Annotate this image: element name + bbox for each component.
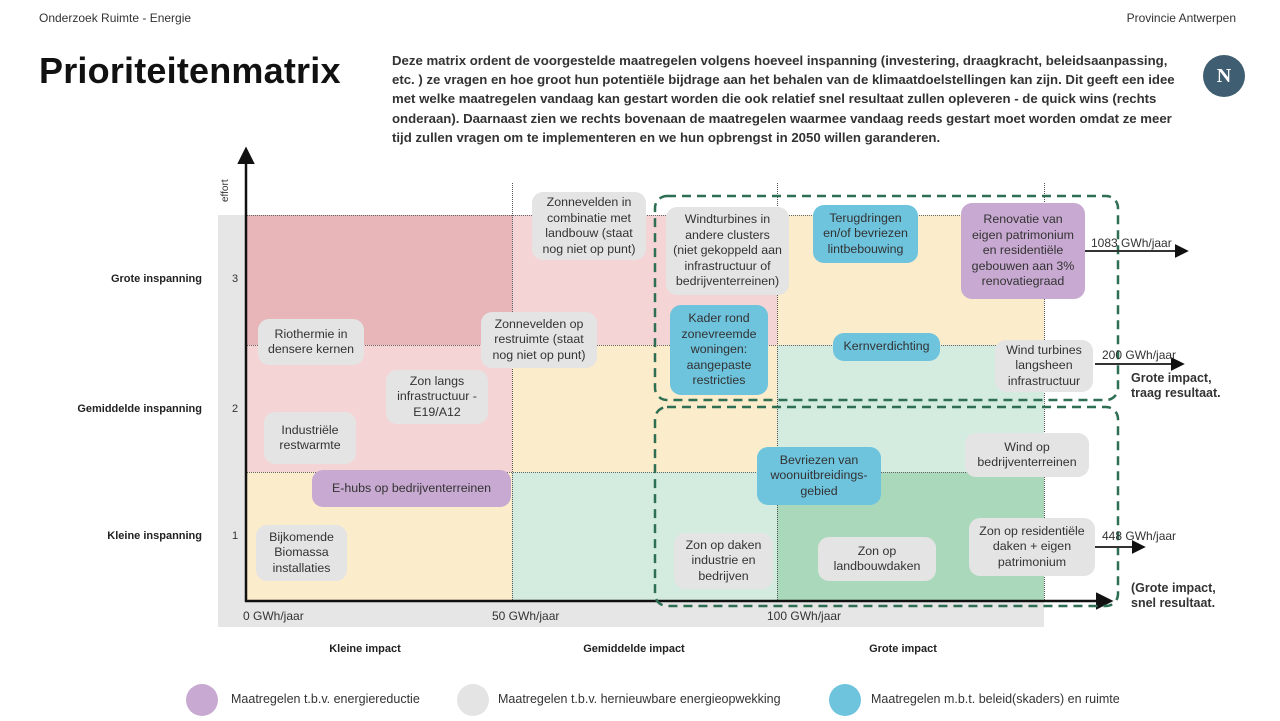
- measure-box: Renovatie van eigen patrimonium en resid…: [961, 203, 1085, 299]
- group-outline-fast-result: [653, 405, 1120, 608]
- measure-box: Bijkomende Biomassa installaties: [256, 525, 347, 581]
- gridline-50: [512, 183, 513, 600]
- x-category-mid: Gemiddelde impact: [583, 643, 685, 655]
- outlier-value-1083: 1083 GWh/jaar: [1091, 236, 1172, 250]
- x-tick-100: 100 GWh/jaar: [767, 609, 842, 623]
- gridline-row-1: [247, 472, 1044, 473]
- x-category-low: Kleine impact: [329, 643, 401, 655]
- organization-name: Provincie Antwerpen: [1126, 11, 1236, 25]
- gridline-100: [777, 183, 778, 600]
- y-number-1: 1: [232, 530, 239, 542]
- measure-box: Zonnevelden op restruimte (staat nog nie…: [481, 312, 597, 368]
- measure-box: Zon op landbouwdaken: [818, 537, 936, 581]
- measure-box: Wind op bedrijventerreinen: [965, 433, 1089, 477]
- x-tick-0: 0 GWh/jaar: [243, 609, 304, 623]
- y-level-mid: Gemiddelde inspanning: [77, 403, 202, 415]
- measure-box: Bevriezen van woonuitbreidings-gebied: [757, 447, 881, 505]
- gridline-row-2: [247, 345, 1044, 346]
- measure-box: Zonnevelden in combinatie met landbouw (…: [532, 192, 646, 260]
- document-section-label: Onderzoek Ruimte - Energie: [39, 11, 192, 25]
- measure-box: Wind turbines langsheen infrastructuur: [995, 340, 1093, 392]
- measure-box: Zon langs infrastructuur - E19/A12: [386, 370, 488, 424]
- measure-box: Industriële restwarmte: [264, 412, 356, 464]
- measure-box: Kernverdichting: [833, 333, 940, 361]
- x-category-high: Grote impact: [869, 643, 937, 655]
- legend-label-renewable: Maatregelen t.b.v. hernieuwbare energieo…: [498, 692, 781, 706]
- measure-box: Zon op residentiële daken + eigen patrim…: [969, 518, 1095, 576]
- measure-box: E-hubs op bedrijventerreinen: [312, 470, 511, 507]
- y-number-2: 2: [232, 403, 239, 415]
- outlier-value-200: 200 GWh/jaar: [1102, 348, 1177, 362]
- y-level-high: Grote inspanning: [110, 273, 202, 285]
- measure-box: Riothermie in densere kernen: [258, 319, 364, 365]
- legend-swatch-renewable: [457, 684, 489, 716]
- legend-label-policy: Maatregelen m.b.t. beleid(skaders) en ru…: [871, 692, 1120, 706]
- group-outline-slow-result: [653, 194, 1120, 402]
- measure-box: Zon op daken industrie en bedrijven: [674, 533, 773, 589]
- outlier-value-448: 448 GWh/jaar: [1102, 529, 1177, 543]
- measure-box: Terugdringen en/of bevriezen lintbebouwi…: [813, 205, 918, 263]
- page-title: Prioriteitenmatrix: [39, 50, 341, 91]
- group-label-fast-result: (Grote impact, snel resultaat.: [1131, 581, 1216, 610]
- intro-paragraph: Deze matrix ordent de voorgestelde maatr…: [392, 53, 1175, 145]
- measure-box: Kader rond zonevreemde woningen: aangepa…: [670, 305, 768, 395]
- legend-swatch-policy: [829, 684, 861, 716]
- x-tick-50: 50 GWh/jaar: [492, 609, 560, 623]
- legend-label-reduction: Maatregelen t.b.v. energiereductie: [231, 692, 420, 706]
- measure-box: Windturbines in andere clusters (niet ge…: [666, 207, 789, 295]
- logo-badge: N: [1203, 55, 1245, 97]
- y-level-low: Kleine inspanning: [107, 530, 202, 542]
- y-axis-title: effort: [220, 179, 231, 202]
- legend-swatch-reduction: [186, 684, 218, 716]
- y-number-3: 3: [232, 273, 239, 285]
- group-label-slow-result: Grote impact, traag resultaat.: [1131, 371, 1221, 400]
